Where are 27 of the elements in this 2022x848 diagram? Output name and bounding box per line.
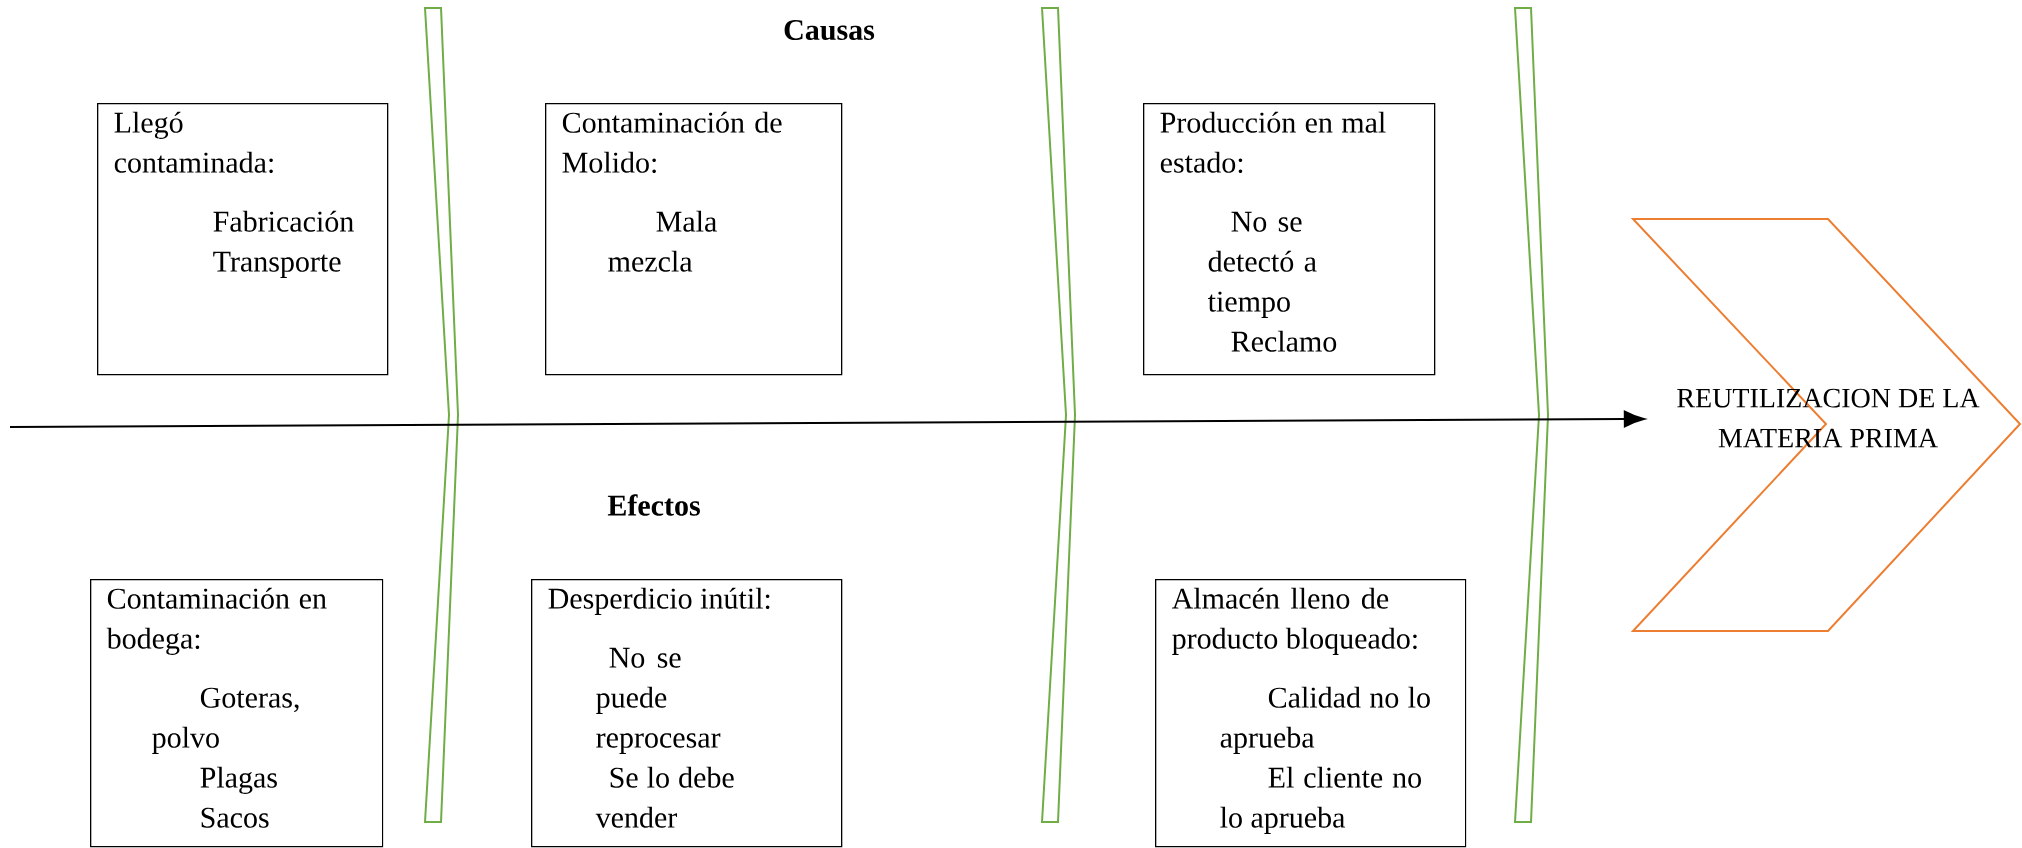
cause-box [90, 579, 384, 848]
box-heading: Contaminación en bodega: [106, 587, 327, 655]
box-item: Se lo debe vender [595, 766, 734, 828]
box-item: Fabricación [213, 210, 354, 232]
arrow [9, 410, 1645, 428]
box-item: No se puede reprocesar [596, 647, 721, 754]
box-item: Sacos [201, 807, 269, 828]
box-heading: Desperdicio inútil: [548, 587, 770, 615]
cause-box [1155, 579, 1467, 848]
section-heading: Efectos [607, 494, 700, 516]
box-item: Goteras, polvo [152, 687, 299, 754]
box-heading: Contaminación de Molido: [562, 111, 782, 173]
cause-box [1143, 103, 1436, 376]
box-item: Mala mezcla [608, 210, 717, 272]
cause-box [97, 103, 389, 376]
box-item: Transporte [213, 251, 341, 278]
cause-box [531, 579, 843, 848]
box-item: El cliente no lo aprueba [1220, 766, 1421, 834]
box-item: Calidad no lo aprueba [1220, 686, 1430, 754]
box-heading: Producción en mal estado: [1160, 111, 1386, 173]
section-heading: Causas [784, 19, 875, 41]
box-item: Plagas [200, 766, 277, 794]
box-heading: Llegó contaminada: [114, 111, 273, 173]
box-item: No se detectó a tiempo [1207, 211, 1317, 318]
cause-box [545, 103, 843, 376]
box-heading: Almacén lleno de producto bloqueado: [1171, 587, 1417, 655]
box-item: Reclamo [1231, 330, 1337, 352]
